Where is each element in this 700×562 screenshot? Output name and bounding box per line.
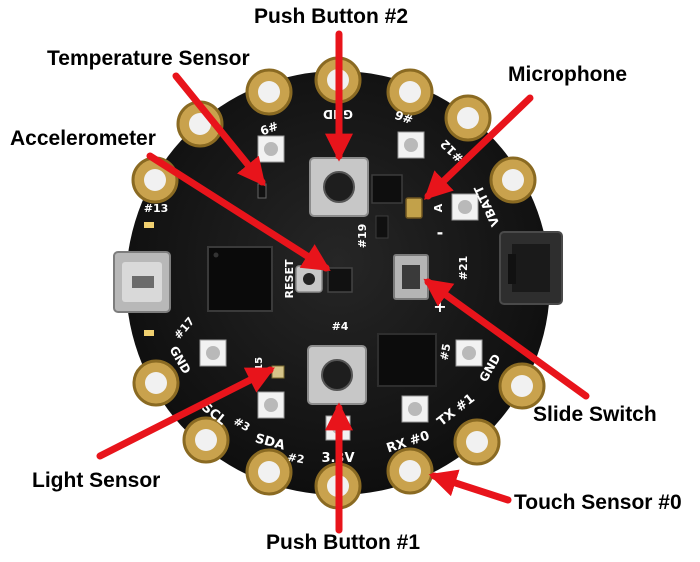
silk-pad-4: #4 xyxy=(332,320,349,333)
silk-minus: - xyxy=(437,223,444,242)
pad[interactable] xyxy=(498,362,546,410)
silk-pad-21: #21 xyxy=(457,256,470,281)
arrow-accelerometer xyxy=(146,152,331,272)
silk-pad-6: #6 xyxy=(393,107,415,126)
accelerometer-chip xyxy=(327,267,353,293)
silk-reset: RESET xyxy=(283,259,296,298)
arrow-touch-sensor-0 xyxy=(428,469,512,504)
label-push-button-2: Push Button #2 xyxy=(254,5,409,28)
silk-pad-19: #19 xyxy=(356,224,369,249)
pad[interactable] xyxy=(245,448,293,496)
touch-pad-0[interactable] xyxy=(386,447,434,495)
battery-connector xyxy=(499,231,563,305)
micro-usb-port xyxy=(113,251,171,313)
small-chip xyxy=(371,174,403,204)
arrow-light-sensor xyxy=(96,366,275,460)
silk-pad-9: #9 xyxy=(258,118,280,137)
pad[interactable] xyxy=(444,94,492,142)
pad[interactable] xyxy=(131,156,179,204)
arrow-slide-switch xyxy=(423,278,590,400)
pad[interactable] xyxy=(489,156,537,204)
neopixel xyxy=(199,339,227,367)
microphone-component xyxy=(405,197,423,219)
edge-pads xyxy=(131,56,546,510)
neopixel xyxy=(455,339,483,367)
silk-pad-2: #2 xyxy=(286,451,305,467)
slide-switch[interactable] xyxy=(393,254,429,300)
neopixel xyxy=(397,131,425,159)
arrow-temperature-sensor xyxy=(172,72,266,187)
silk-pad-13: #13 xyxy=(144,202,169,215)
neopixel xyxy=(451,193,479,221)
pad[interactable] xyxy=(245,68,293,116)
status-led xyxy=(144,330,154,336)
push-button-1[interactable] xyxy=(307,345,367,405)
silk-plus: + xyxy=(433,297,446,316)
arrow-microphone xyxy=(423,94,534,200)
status-led xyxy=(144,222,154,228)
label-push-button-1: Push Button #1 xyxy=(266,531,421,554)
pad[interactable] xyxy=(132,359,180,407)
neopixel xyxy=(257,391,285,419)
label-accelerometer: Accelerometer xyxy=(10,127,156,150)
label-light-sensor: Light Sensor xyxy=(32,469,161,492)
neopixel xyxy=(401,395,429,423)
label-microphone: Microphone xyxy=(508,63,627,86)
label-temperature-sensor: Temperature Sensor xyxy=(47,47,250,70)
light-sensor-component xyxy=(271,365,285,379)
pad[interactable] xyxy=(182,416,230,464)
neopixel xyxy=(257,135,285,163)
reset-button[interactable] xyxy=(295,265,323,293)
label-touch-sensor-0: Touch Sensor #0 xyxy=(514,491,682,514)
label-slide-switch: Slide Switch xyxy=(533,403,657,426)
temperature-sensor-component xyxy=(257,183,267,199)
callout-arrows xyxy=(96,30,590,534)
pad[interactable] xyxy=(453,418,501,466)
push-button-2[interactable] xyxy=(309,157,369,217)
microcontroller-chip xyxy=(207,246,273,312)
speaker xyxy=(377,333,437,387)
silk-a-mark: A xyxy=(432,203,445,212)
pad[interactable] xyxy=(386,68,434,116)
small-chip xyxy=(375,215,389,239)
silk-pad-5: #5 xyxy=(438,343,454,362)
